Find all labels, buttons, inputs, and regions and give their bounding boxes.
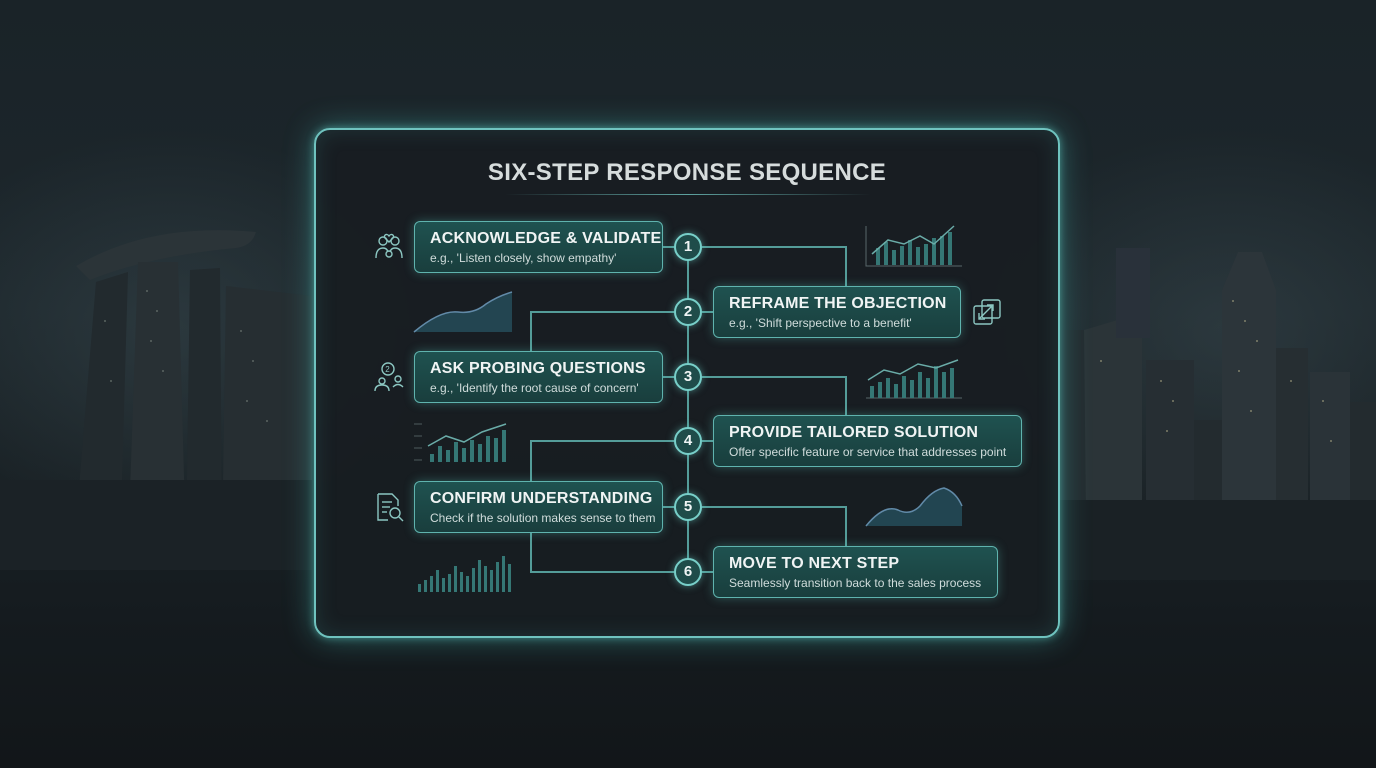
step-3-subtitle: e.g., 'Identify the root cause of concer… [430, 381, 639, 395]
step-5-subtitle: Check if the solution makes sense to the… [430, 511, 656, 525]
panel-title: SIX-STEP RESPONSE SEQUENCE [487, 159, 887, 186]
right-skyline [1060, 248, 1376, 580]
step-6-subtitle: Seamlessly transition back to the sales … [729, 576, 982, 590]
step-2-title: REFRAME THE OBJECTION [729, 295, 947, 312]
step-number-3: 3 [674, 363, 702, 391]
deco-bar-chart-3 [414, 423, 507, 462]
step-number-6: 6 [674, 558, 702, 586]
step-box-5: CONFIRM UNDERSTANDING Check if the solut… [414, 481, 663, 533]
step-box-2: REFRAME THE OBJECTION e.g., 'Shift persp… [713, 286, 961, 338]
deco-bar-chart-1 [865, 225, 962, 267]
deco-bar-chart-4 [418, 556, 511, 592]
step-box-1: ACKNOWLEDGE & VALIDATE e.g., 'Listen clo… [414, 221, 663, 273]
question-person-icon: 2 [374, 362, 404, 392]
deco-area-chart-2 [865, 487, 963, 527]
step-4-title: PROVIDE TAILORED SOLUTION [729, 424, 979, 441]
title-underline [505, 194, 871, 195]
step-1-subtitle: e.g., 'Listen closely, show empathy' [430, 251, 617, 265]
step-5-title: CONFIRM UNDERSTANDING [430, 490, 653, 507]
step-4-subtitle: Offer specific feature or service that a… [729, 445, 1007, 459]
step-box-6: MOVE TO NEXT STEP Seamlessly transition … [713, 546, 998, 598]
step-number-1: 1 [674, 233, 702, 261]
deco-bar-chart-2 [866, 359, 962, 399]
step-number-4: 4 [674, 427, 702, 455]
step-box-4: PROVIDE TAILORED SOLUTION Offer specific… [713, 415, 1022, 467]
step-1-title: ACKNOWLEDGE & VALIDATE [430, 230, 662, 247]
document-search-icon [377, 493, 404, 522]
right-window-lights [1100, 300, 1332, 442]
step-number-5: 5 [674, 493, 702, 521]
reframe-arrows-icon [973, 299, 1001, 325]
step-number-2: 2 [674, 298, 702, 326]
step-3-title: ASK PROBING QUESTIONS [430, 360, 646, 377]
left-skyline [0, 230, 312, 570]
step-box-3: ASK PROBING QUESTIONS e.g., 'Identify th… [414, 351, 663, 403]
step-6-title: MOVE TO NEXT STEP [729, 555, 900, 572]
deco-area-chart-1 [413, 291, 513, 333]
left-window-lights [104, 290, 268, 422]
step-2-subtitle: e.g., 'Shift perspective to a benefit' [729, 316, 912, 330]
svg-text:2: 2 [385, 365, 390, 374]
people-heart-icon [375, 233, 403, 259]
